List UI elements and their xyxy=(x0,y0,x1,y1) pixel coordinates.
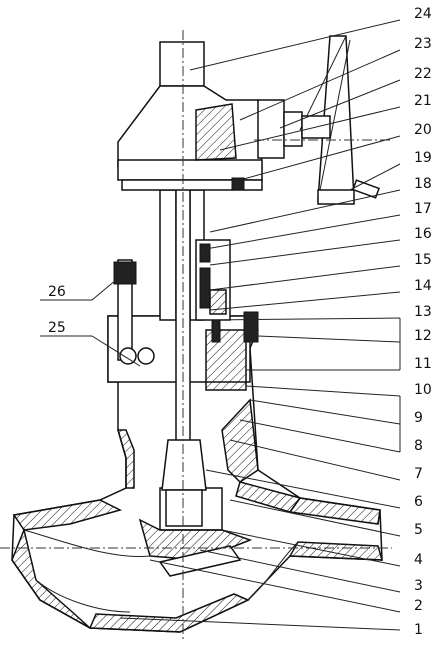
callout-17: 17 xyxy=(414,201,432,217)
callout-22: 22 xyxy=(414,66,432,82)
callout-26: 26 xyxy=(48,284,66,300)
callout-15: 15 xyxy=(414,252,432,268)
callout-3: 3 xyxy=(414,578,423,594)
callout-1: 1 xyxy=(414,622,423,638)
callout-2: 2 xyxy=(414,598,423,614)
callout-8: 8 xyxy=(414,438,423,454)
callout-10: 10 xyxy=(414,382,432,398)
callout-5: 5 xyxy=(414,522,423,538)
right-leader-lines xyxy=(119,19,401,631)
gear-housing xyxy=(117,41,303,191)
handwheel xyxy=(299,35,380,205)
callout-4: 4 xyxy=(414,552,423,568)
left-leader-lines xyxy=(40,274,141,367)
right-callout-labels: 24 23 22 21 20 19 18 17 16 15 14 13 12 1… xyxy=(414,6,432,638)
callout-16: 16 xyxy=(414,226,432,242)
callout-18: 18 xyxy=(414,176,432,192)
callout-13: 13 xyxy=(414,304,432,320)
callout-25: 25 xyxy=(48,320,66,336)
callout-7: 7 xyxy=(414,466,423,482)
callout-6: 6 xyxy=(414,494,423,510)
callout-11: 11 xyxy=(414,356,432,372)
callout-9: 9 xyxy=(414,410,423,426)
callout-24: 24 xyxy=(414,6,432,22)
callout-20: 20 xyxy=(414,122,432,138)
left-callout-labels: 26 25 xyxy=(48,284,66,336)
callout-14: 14 xyxy=(414,278,432,294)
callout-21: 21 xyxy=(414,93,432,109)
callout-23: 23 xyxy=(414,36,432,52)
callout-12: 12 xyxy=(414,328,432,344)
callout-19: 19 xyxy=(414,150,432,166)
